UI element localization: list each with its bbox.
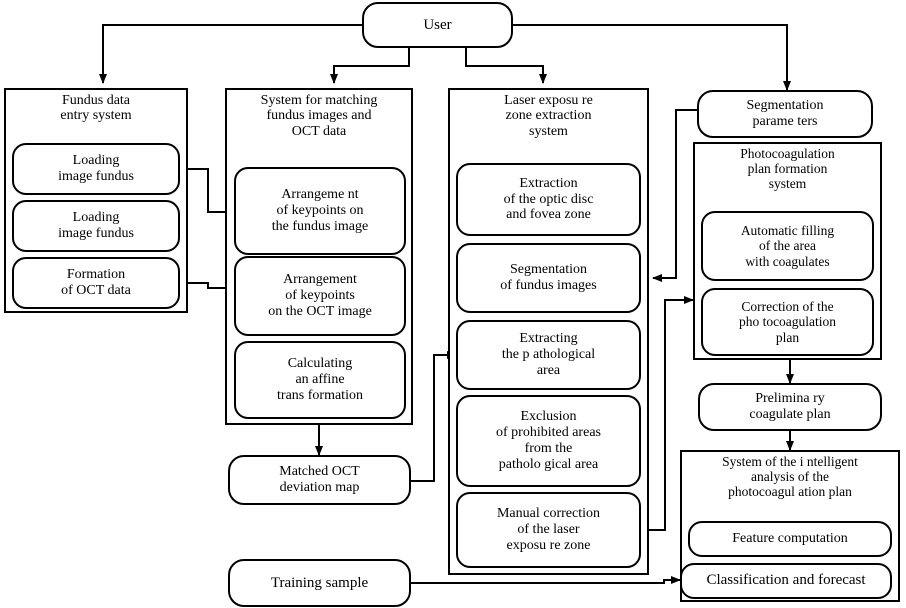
matching-system-title: System for matching fundus images and OC…: [260, 93, 378, 139]
wire-user-to-fundus: [99, 24, 362, 84]
intelligent-system-title: System of the i ntelligent analysis of t…: [722, 454, 858, 499]
preliminary-coagulate-plan[interactable]: Prelimina ry coagulate plan: [698, 383, 882, 431]
wire-user-to-segparams: [513, 24, 791, 91]
arrangement-keypoints-fundus[interactable]: Arrangeme nt of keypoints on the fundus …: [234, 167, 406, 255]
wire-training-to-classification: [411, 576, 681, 584]
loading-image-fundus-2[interactable]: Loading image fundus: [12, 200, 180, 252]
fundus-system-title: Fundus data entry system: [60, 93, 132, 124]
wire-segparams-to-segfundus: [652, 109, 697, 282]
classification-and-forecast[interactable]: Classification and forecast: [680, 563, 892, 599]
calculating-affine-transformation[interactable]: Calculating an affine trans formation: [234, 341, 406, 419]
matched-oct-deviation-map[interactable]: Matched OCT deviation map: [228, 455, 411, 505]
photocoagulation-system-title: Photocoagulation plan formation system: [740, 146, 835, 191]
laser-system-title: Laser exposu re zone extraction system: [504, 93, 593, 139]
formation-of-oct-data[interactable]: Formation of OCT data: [12, 257, 180, 309]
manual-correction-laser-exposure-zone[interactable]: Manual correction of the laser exposu re…: [456, 492, 641, 568]
training-sample[interactable]: Training sample: [228, 559, 411, 607]
correction-of-photocoagulation-plan[interactable]: Correction of the pho tocoagulation plan: [701, 288, 874, 356]
feature-computation[interactable]: Feature computation: [688, 521, 892, 557]
exclusion-prohibited-areas[interactable]: Exclusion of prohibited areas from the p…: [456, 395, 641, 487]
loading-image-fundus-1[interactable]: Loading image fundus: [12, 143, 180, 195]
automatic-filling-with-coagulates[interactable]: Automatic filling of the area with coagu…: [701, 211, 874, 281]
segmentation-parameters[interactable]: Segmentation parame ters: [697, 90, 873, 138]
wire-user-to-laser: [465, 48, 547, 84]
extraction-optic-disc-fovea[interactable]: Extraction of the optic disc and fovea z…: [456, 163, 641, 236]
arrangement-keypoints-oct[interactable]: Arrangement of keypoints on the OCT imag…: [234, 256, 406, 336]
user-label: User: [423, 16, 452, 33]
wire-user-to-matching: [330, 48, 410, 84]
segmentation-of-fundus-images[interactable]: Segmentation of fundus images: [456, 243, 641, 313]
user-node[interactable]: User: [362, 2, 513, 48]
extracting-pathological-area[interactable]: Extracting the p athological area: [456, 320, 641, 390]
